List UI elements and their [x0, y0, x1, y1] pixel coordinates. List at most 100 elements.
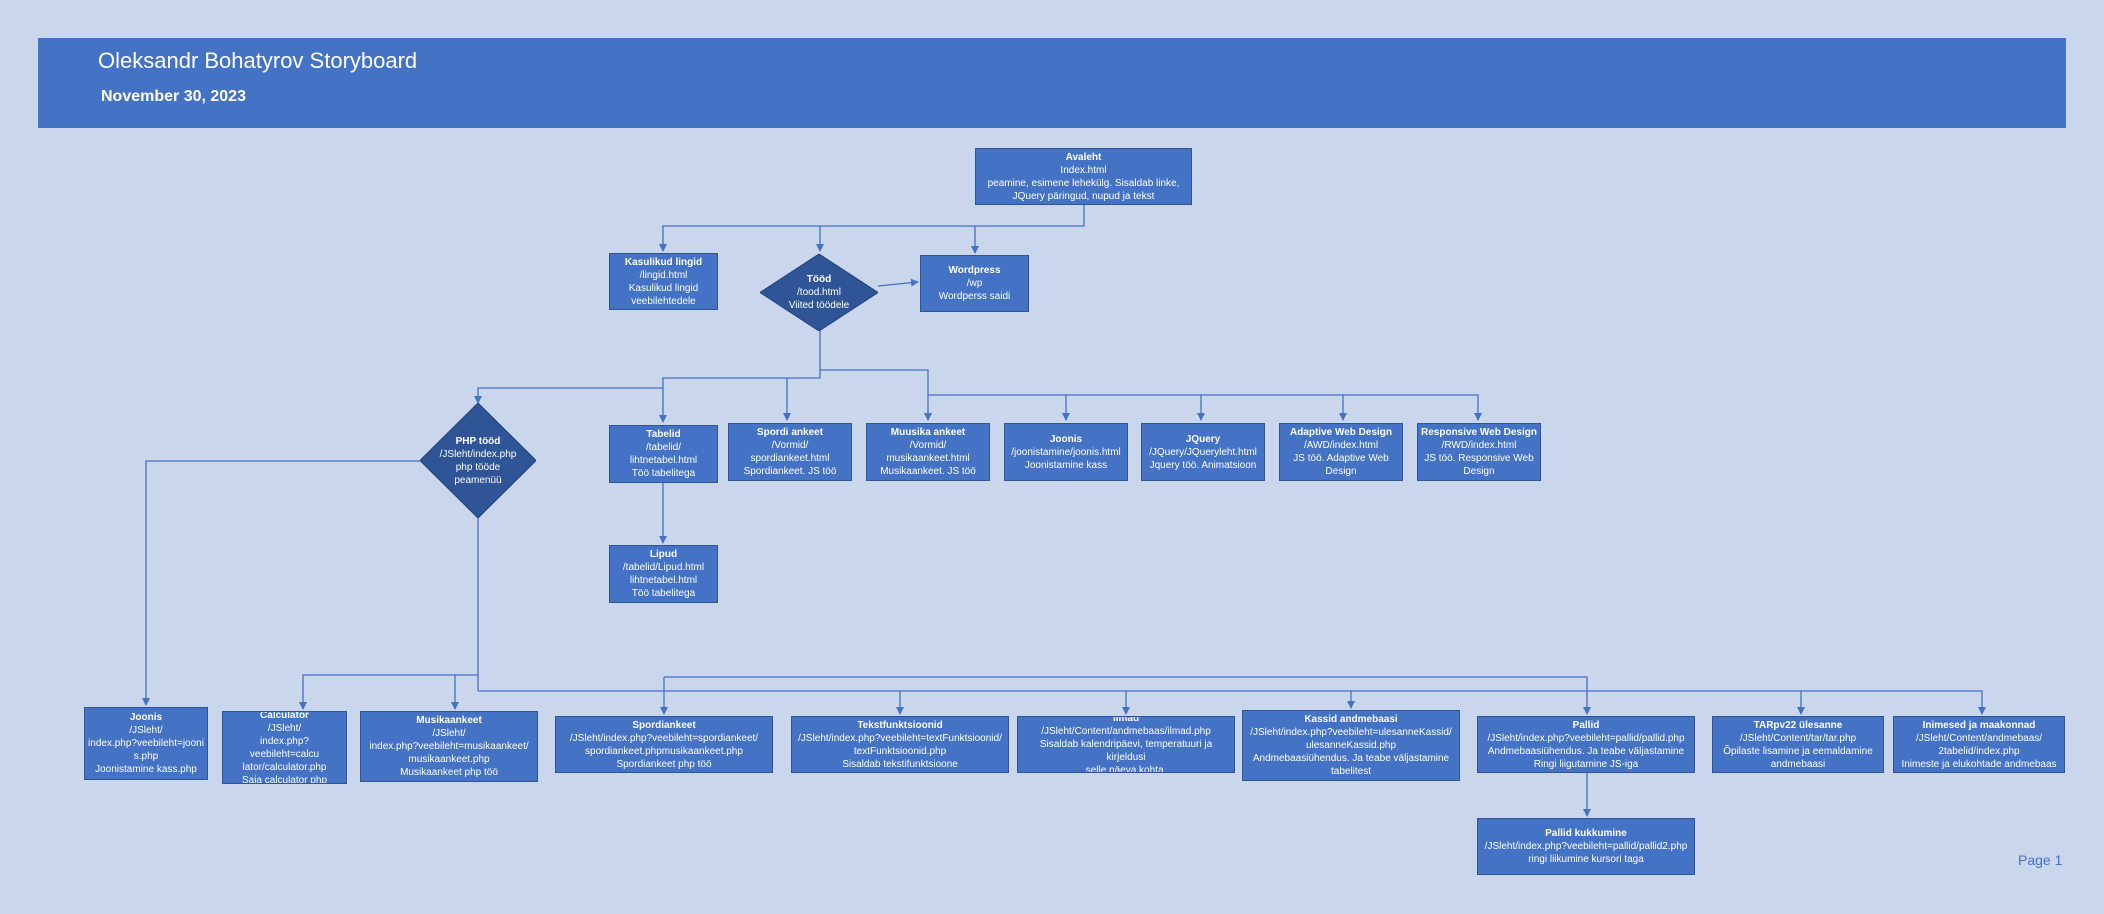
node-spordiankeet: Spordiankeet /JSleht/index.php?veebileht… [555, 716, 773, 773]
node-line: Jquery töö. Animatsioon [1149, 459, 1257, 471]
storyboard-title: Oleksandr Bohatyrov Storyboard [98, 48, 418, 73]
node-line: Saia calculator php [241, 774, 328, 784]
node-title: Spordiankeet [632, 719, 696, 731]
node-title: Kasulikud lingid [624, 256, 703, 268]
node-tarpv22: TARpv22 ülesanne /JSleht/Content/tar/tar… [1712, 716, 1884, 773]
node-title: Pallid [1572, 719, 1600, 731]
node-pallid: Pallid /JSleht/index.php?veebileht=palli… [1477, 716, 1695, 773]
decision-text: PHP tööd /JSleht/index.php php tööde pea… [420, 403, 536, 518]
storyboard-header: Oleksandr Bohatyrov Storyboard November … [38, 38, 2066, 128]
node-title: Lipud [649, 549, 678, 560]
node-line: /RWD/index.html [1441, 440, 1517, 451]
node-line: Musikaankeet php töö [400, 767, 498, 778]
storyboard-date: November 30, 2023 [101, 88, 246, 105]
node-line: s.php [133, 751, 159, 762]
node-line: /JSleht/Content/andmebaas/ilmad.php [1041, 726, 1211, 737]
node-title: TARpv22 ülesanne [1753, 719, 1843, 731]
decision-text: Tööd /tood.html Viited töödele [760, 254, 878, 331]
node-line: Töö tabelitega [631, 588, 696, 599]
node-line: /JSleht/ [432, 728, 466, 739]
node-line: JS töö. Adaptive Web [1293, 453, 1389, 464]
node-joonis-php: Joonis /JSleht/ index.php?veebileht=joon… [84, 707, 208, 780]
node-line: Sisaldab tekstifunktsioone [842, 758, 958, 770]
node-line: ulesanneKassid.php [1305, 740, 1397, 751]
node-line: Õpilaste lisamine ja eemaldamine [1723, 745, 1873, 757]
node-line: Viited töödele [788, 300, 850, 311]
node-inimesed-ja-maakonnad: Inimesed ja maakonnad /JSleht/Content/an… [1893, 716, 2065, 773]
node-line: musikaankeet.php [408, 754, 490, 765]
node-avaleht: Avaleht Index.html peamine, esimene lehe… [975, 148, 1192, 205]
node-line: Joonistamine kass.php [95, 764, 197, 775]
node-title: Muusika ankeet [890, 427, 966, 438]
node-line: /JSleht/index.php?veebileht=pallid/palli… [1487, 732, 1685, 744]
node-line: Design [1463, 466, 1495, 477]
node-title: Joonis [1049, 433, 1083, 445]
node-title: PHP tööd [455, 435, 501, 447]
node-title: Kassid andmebaasi [1304, 714, 1398, 725]
diamond-shape [760, 254, 878, 331]
node-line: /JSleht/index.php?veebileht=textFunktsio… [798, 732, 1002, 744]
node-line: tabelitest [1330, 766, 1372, 777]
node-line: selle päeva kohta. [1085, 765, 1167, 773]
node-ilmad: Ilmad /JSleht/Content/andmebaas/ilmad.ph… [1017, 716, 1235, 773]
node-line: Andmebaasiühendus. Ja teabe väljastamine [1252, 753, 1450, 764]
page-number: Page 1 [2018, 852, 2063, 868]
node-title: Tabelid [646, 429, 681, 440]
node-title: JQuery [1185, 433, 1221, 445]
node-line: /JSleht/index.php?veebileht=pallid/palli… [1484, 841, 1688, 852]
node-line: /JSleht/index.php [439, 448, 517, 460]
node-kasulikud-lingid: Kasulikud lingid /lingid.html Kasulikud … [609, 253, 718, 310]
node-line: musikaankeet.html [886, 453, 970, 464]
node-line: JS töö. Responsive Web [1424, 453, 1534, 464]
node-line: Spordiankeet php töö [616, 758, 712, 770]
node-title: Adaptive Web Design [1289, 427, 1393, 438]
node-line: /tood.html [797, 287, 841, 298]
node-line: Sisaldab kalendripäevi, temperatuuri ja … [1039, 739, 1213, 763]
node-line: /tabelid/ [645, 442, 682, 453]
node-line: Töö tabelitega [631, 468, 696, 479]
node-line: /wp [966, 278, 983, 289]
node-responsive-web-design: Responsive Web Design /RWD/index.html JS… [1417, 423, 1541, 481]
node-line: /lingid.html [639, 269, 688, 281]
node-line: veebilehtedele [631, 295, 696, 307]
node-line: andmebaasi [1770, 758, 1826, 770]
node-wordpress: Wordpress /wp Wordperss saidi [920, 255, 1029, 312]
node-tekstfunktsioonid: Tekstfunktsioonid /JSleht/index.php?veeb… [791, 716, 1009, 773]
node-line: Wordperss saidi [938, 291, 1011, 302]
node-tabelid: Tabelid /tabelid/ lihtnetabel.html Töö t… [609, 425, 718, 483]
node-line: lator/calculator.php [242, 761, 327, 773]
node-title: Calculator [260, 711, 309, 721]
node-title: Tekstfunktsioonid [857, 719, 943, 731]
decision-tood: Tööd /tood.html Viited töödele [760, 254, 878, 331]
node-line: Andmebaasiühendus. Ja teabe väljastamine [1487, 745, 1685, 757]
node-line: Ringi liigutamine JS-iga [1533, 758, 1639, 770]
node-line: Inimeste ja elukohtade andmebaas [1901, 758, 2057, 770]
node-line: Index.html [1060, 164, 1107, 176]
node-line: Design [1325, 466, 1357, 477]
node-title: Musikaankeet [416, 715, 482, 726]
node-line: Spordiankeet. JS töö [743, 466, 837, 477]
node-title: Avaleht [1065, 151, 1102, 163]
node-line: Joonistamine kass [1024, 459, 1108, 471]
node-line: /JSleht/Content/tar/tar.php [1739, 732, 1857, 744]
node-joonis-top: Joonis /joonistamine/joonis.html Joonist… [1004, 423, 1128, 481]
diamond-shape [420, 403, 536, 518]
node-line: /JSleht/index.php?veebileht=ulesanneKass… [1250, 727, 1452, 738]
node-kassid-andmebaasi: Kassid andmebaasi /JSleht/index.php?veeb… [1242, 710, 1460, 781]
node-line: lihtnetabel.html [629, 575, 698, 586]
node-title: Pallid kukkumine [1545, 828, 1627, 839]
node-line: index.php?veebileht=jooni [88, 738, 204, 749]
node-line: /Vormid/ [771, 440, 809, 451]
node-line: php tööde [455, 461, 501, 473]
node-adaptive-web-design: Adaptive Web Design /AWD/index.html JS t… [1279, 423, 1403, 481]
node-title: Inimesed ja maakonnad [1922, 719, 2036, 731]
node-line: /joonistamine/joonis.html [1011, 446, 1121, 458]
node-line: /JQuery/JQueryleht.html [1149, 446, 1257, 458]
node-line: Musikaankeet. JS töö [880, 466, 976, 477]
node-musikaankeet: Musikaankeet /JSleht/ index.php?veebileh… [360, 711, 538, 782]
node-line: /JSleht/ [129, 725, 163, 736]
node-line: peamenüü [454, 474, 502, 486]
node-line: peamine, esimene lehekülg. Sisaldab link… [987, 177, 1180, 189]
